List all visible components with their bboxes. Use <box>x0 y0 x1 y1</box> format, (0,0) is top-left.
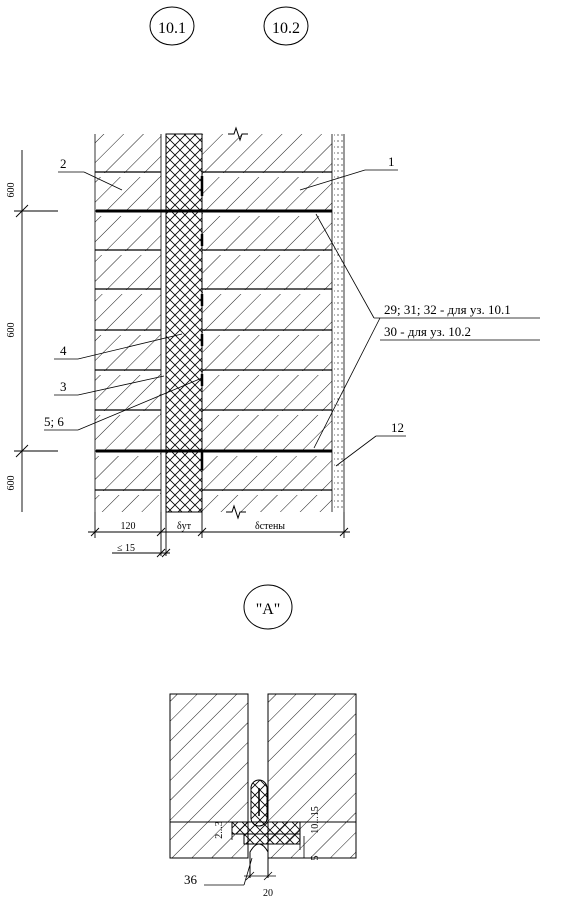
detail-a-callout-36: 36 <box>184 872 198 887</box>
main-wall-layer <box>201 134 333 512</box>
callout-4: 4 <box>60 343 67 358</box>
dim-brick-width: 120 <box>121 521 136 532</box>
dim-insulation-width: δут <box>177 521 192 532</box>
gasket-profile <box>249 843 269 878</box>
callout-12: 12 <box>391 420 404 435</box>
detail-a-gap-large: 10...15 <box>310 806 321 834</box>
callout-leaders <box>44 169 540 467</box>
node-marker-10-1: 10.1 <box>149 6 195 46</box>
bottom-dimension-chain <box>88 512 350 558</box>
dim-gap-width: ≤ 15 <box>117 543 135 554</box>
left-dimension-chain <box>14 150 58 512</box>
node-marker-10-2: 10.2 <box>263 6 309 46</box>
reinforcement-mesh <box>96 209 332 453</box>
detail-a-gap-small: 2...3 <box>214 821 225 839</box>
callout-1: 1 <box>388 154 395 169</box>
dim-height-middle: 600 <box>6 323 17 338</box>
detail-a-width: 20 <box>263 888 273 899</box>
callout-3: 3 <box>60 379 67 394</box>
mortar-joint <box>231 821 301 845</box>
sealant-tube <box>250 779 268 827</box>
callout-2: 2 <box>60 156 67 171</box>
node-marker-10-1-label: 10.1 <box>158 20 186 37</box>
insulation-layer <box>165 133 203 513</box>
callout-5-6: 5; 6 <box>44 414 64 429</box>
callout-29-31-32: 29; 31; 32 - для уз. 10.1 <box>384 302 511 317</box>
view-marker-a: "A" <box>243 584 293 630</box>
dim-height-bottom: 600 <box>6 476 17 491</box>
dim-height-top: 600 <box>6 183 17 198</box>
break-mark <box>226 126 248 520</box>
wall-section <box>94 126 345 520</box>
dim-wall-width: δстены <box>255 521 285 532</box>
detail-a-depth: 5 <box>310 856 321 861</box>
view-marker-a-label: "A" <box>256 601 281 618</box>
callout-30: 30 - для уз. 10.2 <box>384 324 471 339</box>
facing-brick-layer <box>94 134 162 512</box>
plaster-layer <box>334 134 345 512</box>
detail-a <box>169 693 357 886</box>
node-marker-10-2-label: 10.2 <box>272 20 300 37</box>
